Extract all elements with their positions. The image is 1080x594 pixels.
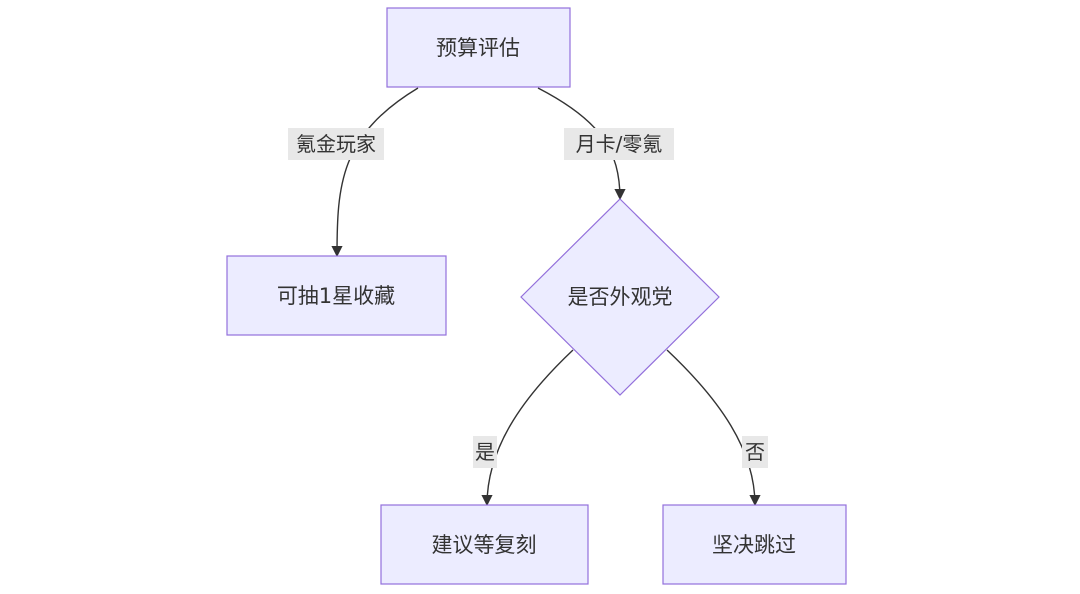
edge-label-no: 否 (742, 436, 768, 468)
node-appearance-label: 是否外观党 (568, 285, 673, 309)
node-collect: 可抽1星收藏 (226, 255, 447, 336)
edge-label-no-text: 否 (745, 440, 765, 464)
node-collect-label: 可抽1星收藏 (277, 284, 395, 308)
edge-label-monthly-card-text: 月卡/零氪 (576, 132, 663, 156)
edge-label-yes-text: 是 (475, 440, 495, 464)
edge-appearance-to-rerun (481, 349, 574, 507)
node-skip: 坚决跳过 (662, 504, 847, 585)
node-rerun: 建议等复刻 (380, 504, 589, 585)
edge-label-monthly-card: 月卡/零氪 (564, 128, 674, 160)
node-rerun-label: 建议等复刻 (432, 533, 537, 557)
node-budget-label: 预算评估 (436, 36, 520, 60)
edge-label-whale-player-text: 氪金玩家 (296, 132, 376, 156)
edge-label-yes: 是 (473, 436, 497, 468)
edge-appearance-to-skip (666, 349, 761, 507)
node-budget: 预算评估 (386, 7, 571, 88)
edge-budget-to-collect (331, 87, 419, 258)
edge-label-whale-player: 氪金玩家 (288, 128, 384, 160)
node-appearance: 是否外观党 (520, 198, 720, 396)
node-skip-label: 坚决跳过 (712, 533, 796, 557)
